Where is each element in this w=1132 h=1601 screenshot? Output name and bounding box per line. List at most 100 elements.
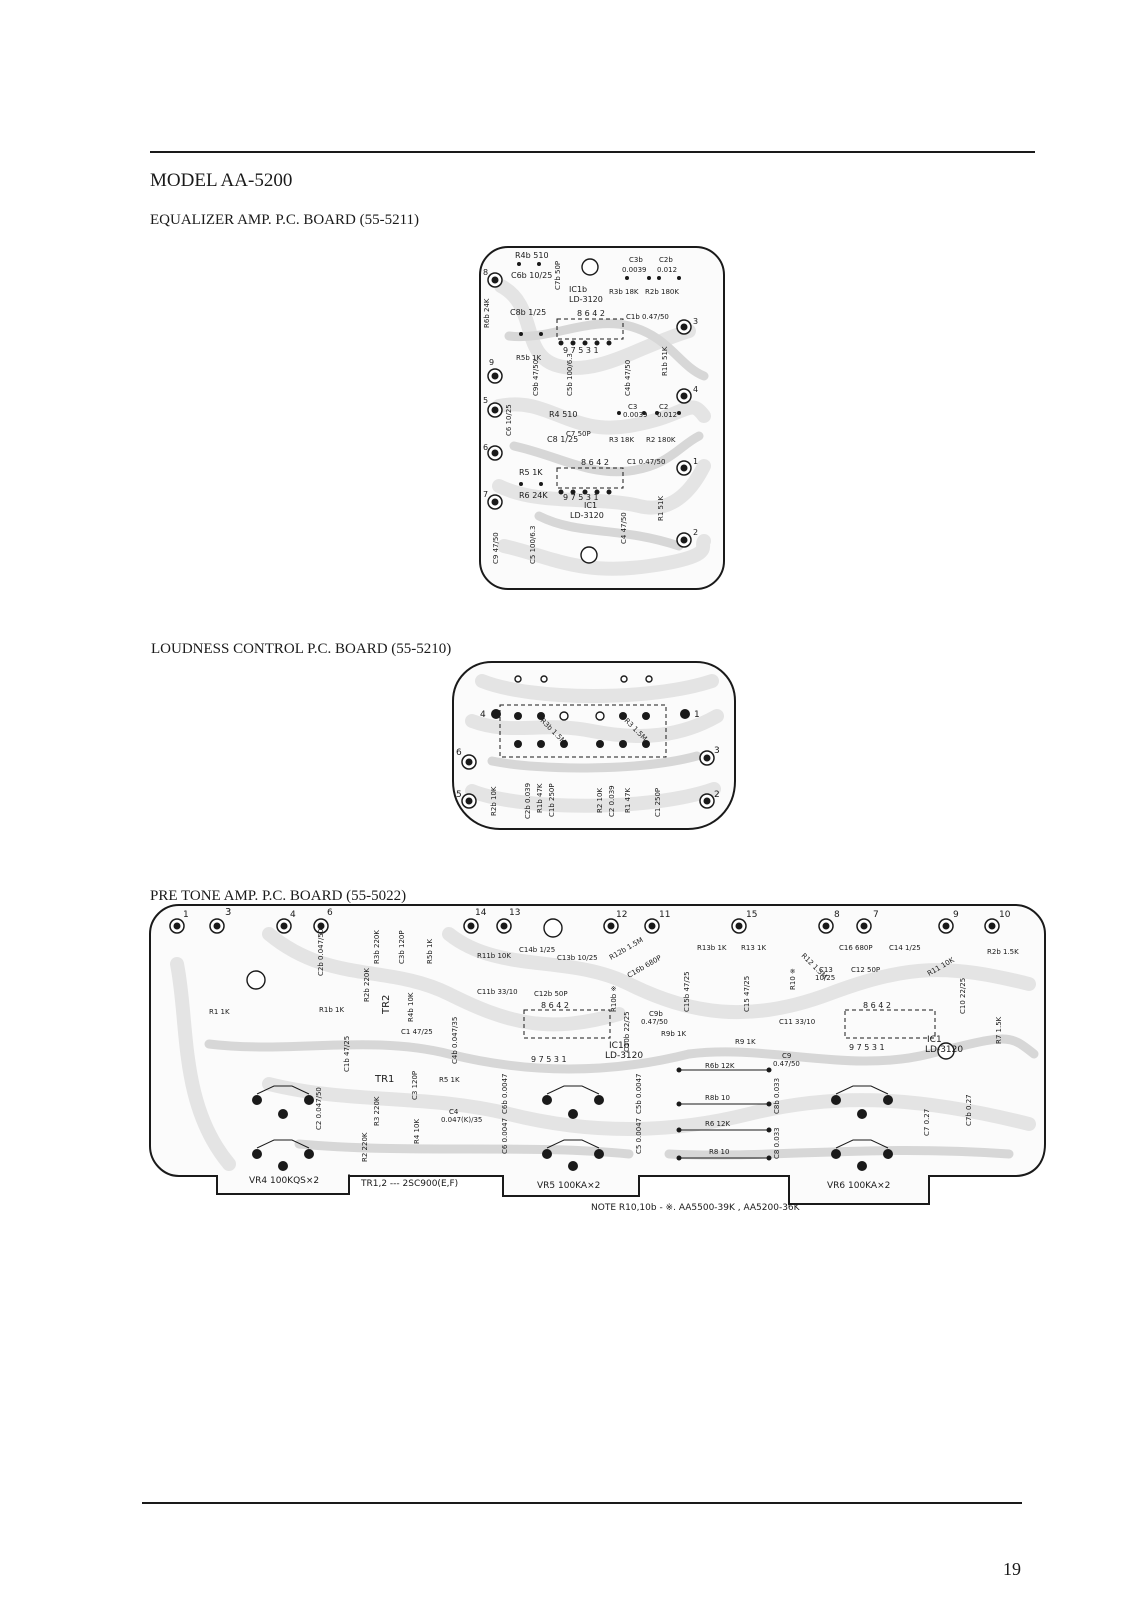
svg-text:10: 10 (999, 910, 1011, 920)
pretone-ic1b-outline (523, 1009, 611, 1039)
svg-text:IC1b: IC1b (569, 285, 587, 294)
loudness-board-title: LOUDNESS CONTROL P.C. BOARD (55-5210) (151, 641, 452, 657)
loudness-terminals (461, 709, 715, 809)
svg-text:R1b 51K: R1b 51K (661, 346, 669, 376)
model-title: MODEL AA-5200 (150, 170, 293, 191)
svg-text:4: 4 (693, 385, 698, 394)
svg-text:2: 2 (693, 528, 698, 537)
svg-text:IC1b: IC1b (609, 1041, 630, 1051)
pretone-tab-labels: VR4 100KQS×2 TR1,2 --- 2SC900(E,F) VR5 1… (249, 1176, 890, 1191)
svg-text:C15b 47/25: C15b 47/25 (683, 971, 691, 1012)
svg-text:14: 14 (475, 908, 487, 918)
svg-text:4: 4 (290, 910, 296, 920)
svg-text:7: 7 (873, 910, 879, 920)
pretone-note: NOTE R10,10b - ※. AA5500-39K , AA5200-36… (591, 1203, 801, 1213)
svg-text:C5b 0.0047: C5b 0.0047 (635, 1073, 643, 1114)
svg-text:VR5 100KA×2: VR5 100KA×2 (537, 1181, 600, 1191)
svg-text:C10b 22/25: C10b 22/25 (623, 1011, 631, 1052)
svg-text:R10 ※: R10 ※ (789, 968, 797, 990)
svg-text:1: 1 (694, 710, 700, 720)
svg-text:R1 51K: R1 51K (657, 496, 665, 521)
svg-text:R6 24K: R6 24K (519, 491, 548, 500)
svg-text:6: 6 (327, 908, 333, 918)
svg-text:C6 10/25: C6 10/25 (505, 404, 513, 436)
svg-text:7: 7 (483, 490, 488, 499)
svg-text:C16 680P: C16 680P (839, 944, 873, 952)
svg-text:C6 0.0047: C6 0.0047 (501, 1118, 509, 1154)
equalizer-terminals (487, 272, 692, 548)
svg-text:C10 22/25: C10 22/25 (959, 978, 967, 1014)
loudness-board-outline (452, 661, 736, 830)
svg-text:R13b 1K: R13b 1K (697, 944, 727, 952)
svg-text:0.47/50: 0.47/50 (773, 1060, 800, 1068)
svg-text:8: 8 (483, 268, 488, 277)
svg-text:C2b 0.047/50: C2b 0.047/50 (317, 929, 325, 976)
svg-text:10/25: 10/25 (815, 974, 835, 982)
svg-text:C8 1/25: C8 1/25 (547, 435, 578, 444)
loudness-copper-traces (465, 674, 724, 813)
svg-text:C3b 120P: C3b 120P (398, 930, 406, 964)
svg-text:R5b 1K: R5b 1K (426, 939, 434, 964)
pretone-ic1-outline (844, 1009, 936, 1039)
svg-text:R6b 24K: R6b 24K (483, 298, 491, 328)
svg-text:LD-3120: LD-3120 (569, 295, 603, 304)
svg-text:VR4 100KQS×2: VR4 100KQS×2 (249, 1176, 319, 1186)
svg-text:11: 11 (659, 910, 670, 920)
equalizer-solder-points (517, 262, 681, 495)
svg-text:C6b 0.0047: C6b 0.0047 (501, 1073, 509, 1114)
loudness-switch-pads (514, 711, 650, 748)
svg-text:R7 1.5K: R7 1.5K (995, 1016, 1003, 1044)
svg-text:TR1,2 --- 2SC900(E,F): TR1,2 --- 2SC900(E,F) (360, 1179, 458, 1189)
svg-text:9 7 5 3 1: 9 7 5 3 1 (849, 1043, 885, 1052)
svg-text:R10b ※: R10b ※ (610, 986, 618, 1012)
equalizer-board-diagram: 8 3 9 4 5 6 1 7 2 R4b 510 C6b 10/25 C7b … (479, 246, 725, 590)
pretone-copper-traces (170, 927, 1039, 1171)
svg-text:3: 3 (225, 907, 231, 918)
svg-text:9 7 5 3 1: 9 7 5 3 1 (563, 493, 599, 502)
svg-text:8 6 4 2: 8 6 4 2 (541, 1001, 569, 1010)
svg-text:15: 15 (746, 910, 757, 920)
svg-text:C8 0.033: C8 0.033 (773, 1127, 781, 1159)
svg-text:0.012: 0.012 (657, 411, 677, 419)
svg-text:R2b 1.5K: R2b 1.5K (987, 948, 1019, 956)
svg-text:C3b: C3b (629, 256, 643, 264)
svg-text:C2b 0.039: C2b 0.039 (524, 783, 532, 819)
svg-text:R5b 1K: R5b 1K (516, 354, 541, 362)
svg-text:R5 1K: R5 1K (439, 1076, 460, 1084)
svg-text:9: 9 (489, 358, 494, 367)
svg-text:R3b 18K: R3b 18K (609, 288, 639, 296)
svg-text:TR2: TR2 (381, 995, 392, 1015)
svg-text:6: 6 (456, 748, 462, 758)
svg-text:R6 12K: R6 12K (705, 1120, 730, 1128)
svg-text:C5b 100/6.3: C5b 100/6.3 (566, 353, 574, 396)
bottom-rule (142, 1502, 1022, 1504)
svg-text:R1b 1K: R1b 1K (319, 1006, 344, 1014)
svg-text:R4b 10K: R4b 10K (407, 992, 415, 1022)
svg-text:R8 10: R8 10 (709, 1148, 729, 1156)
svg-text:IC1: IC1 (927, 1035, 942, 1045)
svg-text:0.0039: 0.0039 (622, 266, 647, 274)
svg-text:4: 4 (480, 710, 486, 720)
top-rule (150, 151, 1035, 153)
svg-text:R4 10K: R4 10K (413, 1119, 421, 1144)
pretone-component-labels: R1 1K C2b 0.047/50 R1b 1K R2b 220K R3b 2… (209, 929, 1019, 1162)
svg-text:VR6 100KA×2: VR6 100KA×2 (827, 1181, 890, 1191)
pretone-board-diagram: 1 3 4 6 14 13 12 11 15 8 7 9 10 8 6 4 2 … (149, 904, 1046, 1213)
svg-text:R4b 510: R4b 510 (515, 251, 549, 260)
svg-text:8 6 4 2: 8 6 4 2 (863, 1001, 891, 1010)
svg-text:C7b 50P: C7b 50P (554, 261, 562, 290)
pretone-terminals (169, 918, 1000, 934)
svg-text:LD-3120: LD-3120 (925, 1045, 963, 1055)
svg-text:C6b 10/25: C6b 10/25 (511, 271, 552, 280)
svg-text:R8b 10: R8b 10 (705, 1094, 730, 1102)
svg-text:0.47/50: 0.47/50 (641, 1018, 668, 1026)
svg-text:C7 0.27: C7 0.27 (923, 1109, 931, 1136)
svg-text:C7 50P: C7 50P (566, 430, 591, 438)
svg-text:C14 1/25: C14 1/25 (889, 944, 921, 952)
svg-text:C2 0.039: C2 0.039 (608, 785, 616, 817)
svg-text:C11b 33/10: C11b 33/10 (477, 988, 518, 996)
svg-text:3: 3 (714, 746, 720, 756)
pretone-mount-holes (246, 918, 955, 1060)
svg-text:C5 100/6.3: C5 100/6.3 (529, 526, 537, 564)
svg-text:C4: C4 (449, 1108, 459, 1116)
